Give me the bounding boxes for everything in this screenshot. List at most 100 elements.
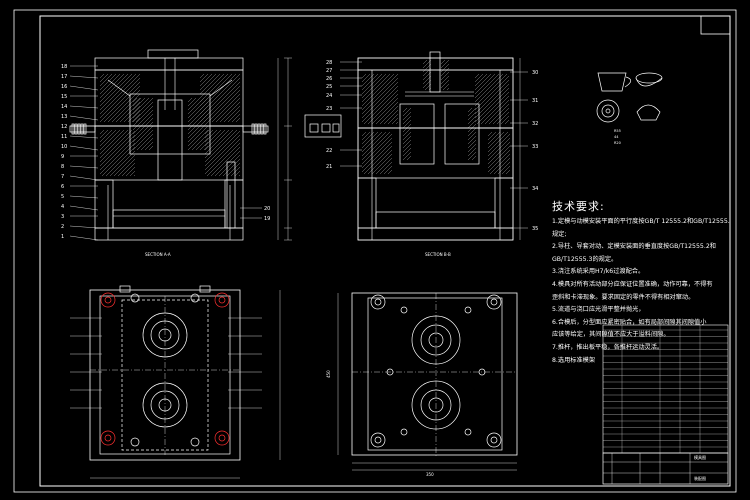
guide-bore <box>370 432 386 448</box>
part-number-label: 35 <box>532 226 538 232</box>
ejector-plate <box>112 209 226 229</box>
leader-line <box>69 75 99 79</box>
part-number-label: 30 <box>532 70 538 76</box>
support-block-left <box>94 179 114 229</box>
part-number-label: 28 <box>326 60 332 66</box>
angle-pin <box>209 79 233 97</box>
leader-line <box>69 235 99 241</box>
title-block-project: 模具图 <box>694 454 706 460</box>
guide-bore-inner <box>490 298 498 306</box>
inset-square <box>332 123 340 133</box>
part-number-label: 33 <box>532 144 538 150</box>
side-bolt <box>74 123 78 135</box>
part-number-label: 17 <box>61 74 67 80</box>
screw-hole <box>130 293 140 303</box>
support-b-left <box>357 177 377 229</box>
leader-line <box>69 195 99 199</box>
guide-bushing-inner <box>218 296 226 304</box>
product-dimension: R20 <box>614 141 621 145</box>
section-b-outline <box>357 57 514 241</box>
cavity-r1-inner <box>428 332 444 348</box>
side-bolt <box>80 123 84 135</box>
tech-line: 1.定模与动模安装平面的平行度按GB/T 12555.2和GB/T12555.3… <box>552 218 730 225</box>
cavity-insert <box>129 93 211 155</box>
cup-top-inner <box>601 104 615 118</box>
part-number-label: 4 <box>61 204 64 210</box>
side-bolt <box>260 123 264 135</box>
side-bolt <box>254 123 258 135</box>
plan-left-outline <box>89 289 241 461</box>
part-number-label: 3 <box>61 214 64 220</box>
tech-line: 4.模具对所有活动部分应保证位置准确，动作可靠，不得有 <box>552 280 713 288</box>
inset-square <box>321 123 331 133</box>
title-block <box>602 452 729 485</box>
guide-bushing <box>214 430 230 446</box>
fixed-plate-hatch <box>199 73 241 123</box>
part-number-label: 19 <box>264 216 270 222</box>
cavity-b-1 <box>399 103 435 165</box>
guide-bore <box>370 294 386 310</box>
tech-title: 技术要求: <box>552 200 605 213</box>
cavity-b-2 <box>444 103 480 165</box>
ejector-hole <box>400 428 408 436</box>
product-dimension: 44 <box>614 135 619 139</box>
part-number-label: 24 <box>326 93 332 99</box>
ejector-hole <box>386 368 394 376</box>
cup-body <box>635 77 663 87</box>
ejector-hole <box>400 306 408 314</box>
moving-plate-b <box>357 127 514 179</box>
part-number-label: 26 <box>326 76 332 82</box>
cavity-r1-mid <box>420 324 452 356</box>
tech-line: 2.导柱、导套对动、定模安装面的垂直度按GB/T12555.2和 <box>552 243 716 251</box>
guide-bushing-inner <box>218 434 226 442</box>
core-center <box>157 99 183 181</box>
guide-bore <box>486 432 502 448</box>
side-bolt <box>71 123 75 135</box>
section-label-aa: SECTION A-A <box>145 252 171 257</box>
leader-line <box>69 85 99 91</box>
part-number-label: 16 <box>61 84 67 90</box>
plate-b-hatch <box>474 73 510 125</box>
bottom-clamp-plate <box>94 227 244 241</box>
cup-handle <box>624 76 632 88</box>
cup-iso <box>636 104 661 121</box>
corner-box <box>700 15 731 35</box>
support-b-right <box>494 177 514 229</box>
part-number-label: 22 <box>326 148 332 154</box>
leader-line <box>69 165 99 169</box>
leader-line <box>69 225 99 229</box>
leader-line <box>69 115 99 121</box>
screw-hole <box>190 437 200 447</box>
side-bolt <box>77 123 81 135</box>
part-number-label: 27 <box>326 68 332 74</box>
inner-frame <box>39 15 731 487</box>
plan-width-dimension: 350 <box>426 472 434 477</box>
dimension-inset <box>304 114 342 138</box>
outer-frame <box>13 9 737 493</box>
tech-line: 5.流道与浇口应光滑平整并抛光， <box>552 306 645 314</box>
tech-line: 7.推杆，推出板平稳，各推杆运动灵活。 <box>552 343 664 351</box>
side-bolt <box>263 123 267 135</box>
guide-bore-inner <box>374 298 382 306</box>
side-bolt <box>251 123 255 135</box>
cup-front <box>597 72 627 92</box>
cavity-b-hatch <box>402 107 412 161</box>
tech-line: 歪斜和卡滞现象。要求固定的零件不得有相对窜动。 <box>552 293 695 301</box>
part-number-label: 2 <box>61 224 64 230</box>
ejector-hole <box>464 428 472 436</box>
part-number-label: 18 <box>61 64 67 70</box>
part-number-label: 31 <box>532 98 538 104</box>
part-number-label: 23 <box>326 106 332 112</box>
ejector-hole <box>464 306 472 314</box>
part-number-label: 12 <box>61 124 67 130</box>
section-label-bb: SECTION B-B <box>425 252 451 257</box>
plan-tab <box>199 285 211 293</box>
title-block-drawing: 装配图 <box>694 475 706 481</box>
guide-bushing <box>214 292 230 308</box>
technical-requirements: 技术要求: 1.定模与动模安装平面的平行度按GB/T 12555.2和GB/T1… <box>552 200 730 367</box>
sprue-bushing-top <box>147 49 199 59</box>
plan-tab <box>119 285 131 293</box>
leader-line <box>69 175 99 181</box>
leader-line <box>69 205 99 211</box>
part-number-label: 32 <box>532 121 538 127</box>
